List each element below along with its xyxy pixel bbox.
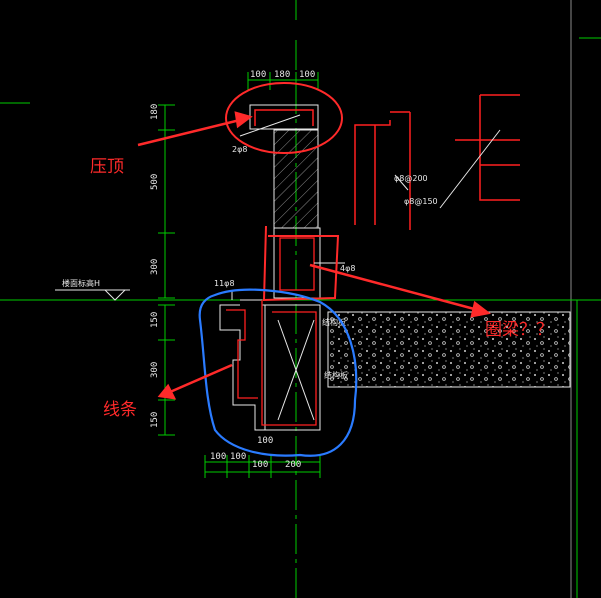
annotation-coping: 压顶 [90, 157, 124, 177]
molding-outline [219, 299, 321, 431]
stirrup-leader-2 [439, 129, 501, 209]
lower-beam-diag-2 [277, 319, 315, 421]
dim-bottom-under-bar: 100 [257, 436, 273, 446]
side-label-lower: 结构板 [324, 370, 348, 380]
dim-bottom-2: 100 [230, 452, 246, 462]
coping-leader [239, 114, 301, 137]
dim-left-1: 180 [150, 104, 160, 120]
dim-left-5: 300 [150, 362, 160, 378]
rebar-detail [354, 94, 520, 230]
dim-bottom-1: 100 [210, 452, 226, 462]
top-dimension [247, 72, 319, 90]
coping-highlight [225, 82, 343, 154]
floor-level-marker [103, 289, 127, 301]
lower-beam-rebar [261, 300, 317, 426]
left-dimension-lower [158, 304, 175, 436]
stirrup-label-1: φ8@200 [394, 174, 428, 183]
dim-left-4: 150 [150, 312, 160, 328]
floor-level-label: 楼面标高H [62, 278, 100, 288]
ring-beam-stirrup [279, 237, 315, 291]
dim-top-1: 100 [250, 70, 266, 80]
dim-top-2: 180 [274, 70, 290, 80]
stirrup-label-2: φ8@150 [404, 197, 438, 206]
dim-top-3: 100 [299, 70, 315, 80]
coping-bars-label: 2φ8 [232, 145, 247, 154]
beam-bars-label: 4φ8 [340, 264, 355, 273]
coping-outline [249, 104, 319, 130]
molding-highlight [198, 288, 358, 457]
concrete-slab [327, 311, 571, 388]
side-label-upper: 结构板 [322, 317, 346, 327]
left-dimension-upper [158, 104, 175, 299]
annotation-molding: 线条 [103, 400, 137, 420]
molding-bars-label: 11φ8 [214, 279, 235, 288]
coping-rebar [254, 109, 314, 126]
dim-left-6: 150 [150, 412, 160, 428]
dim-bottom-3: 100 [252, 460, 268, 470]
stirrup-leader-1 [394, 174, 409, 191]
dim-bottom-4: 200 [285, 460, 301, 470]
bottom-dimension [204, 455, 321, 478]
molding-rebar [226, 309, 258, 399]
lower-beam-outline [264, 304, 321, 431]
masonry-wall [273, 129, 319, 229]
dim-left-3: 300 [150, 259, 160, 275]
annotation-arrows [137, 111, 491, 400]
annotation-ring-beam: 圈梁？？ [485, 320, 553, 340]
ring-beam-highlight [262, 225, 340, 302]
dim-left-2: 500 [150, 174, 160, 190]
